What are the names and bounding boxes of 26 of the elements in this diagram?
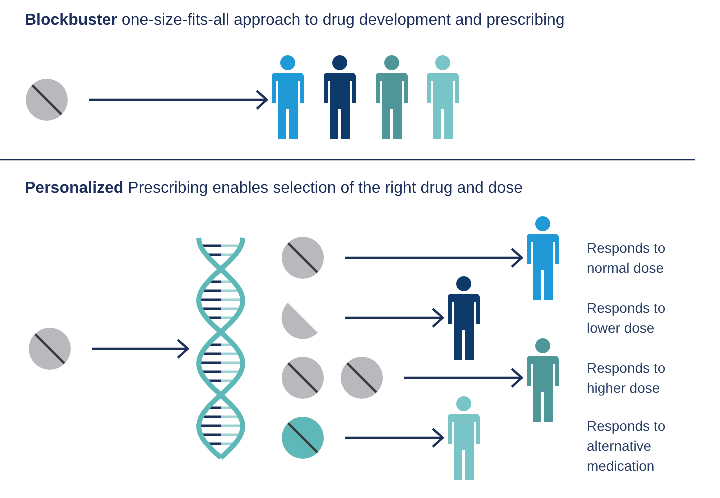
- response-text: Responds to higher dose: [587, 359, 667, 398]
- response-text: Responds to alternative medication: [587, 417, 667, 476]
- arrow: [345, 428, 444, 448]
- arrow: [404, 368, 524, 388]
- person-icon: [526, 216, 560, 300]
- response-text: Responds to lower dose: [587, 299, 667, 338]
- section-heading: Personalized Prescribing enables selection of the right drug and dose: [25, 180, 524, 198]
- person-icon: [323, 55, 357, 139]
- person-icon: [526, 338, 560, 422]
- response-text: Responds to normal dose: [587, 239, 667, 278]
- arrow: [89, 90, 268, 110]
- person-icon: [271, 55, 305, 139]
- person-icon: [375, 55, 409, 139]
- arrow: [345, 248, 524, 268]
- pill-icon: [28, 327, 72, 371]
- person-icon: [426, 55, 460, 139]
- person-icon: [447, 276, 481, 360]
- pill-icon: [281, 236, 325, 280]
- pill-icon: [25, 78, 69, 122]
- pill-icon: [281, 356, 325, 400]
- section-heading: Blockbuster one-size-fits-all approach to drug development and prescribing: [25, 12, 565, 30]
- person-icon: [447, 396, 481, 480]
- pill-icon: [281, 416, 325, 460]
- arrow: [345, 308, 444, 328]
- pill-icon: [340, 356, 384, 400]
- arrow: [92, 338, 190, 360]
